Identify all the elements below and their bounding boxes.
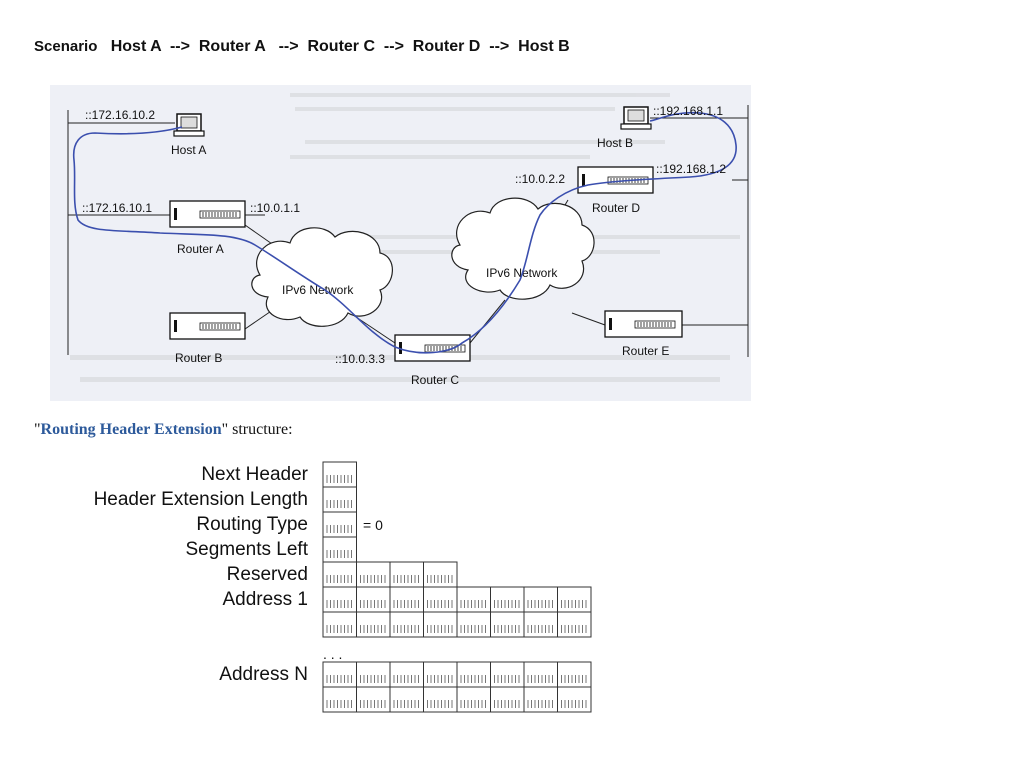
caption-highlight: Routing Header Extension [40,421,222,438]
address-host-b: ::192.168.1.1 [653,104,723,118]
ipv6-cloud-right [451,197,595,300]
byte-cell [490,611,525,638]
address-router-d-right: ::192.168.1.2 [656,162,726,176]
field-label-routing-type: Routing Type [196,514,308,535]
byte-cell [423,586,458,613]
byte-cell [456,661,491,688]
host-b-icon [620,106,652,130]
address-router-c: ::10.0.3.3 [335,352,385,366]
ipv6-cloud-left [251,227,393,327]
byte-cell [322,686,357,713]
byte-cell [557,661,592,688]
cloud-label-left: IPv6 Network [282,283,354,297]
byte-cell [356,661,391,688]
byte-cell [322,586,357,613]
caption-open: " [34,421,41,438]
router-d-label: Router D [592,201,640,215]
host-a-label: Host A [171,143,206,157]
byte-cell [423,561,458,588]
byte-cell [389,586,424,613]
byte-cell [490,661,525,688]
router-e-icon [604,310,683,338]
byte-cell [356,561,391,588]
byte-cell [356,586,391,613]
byte-cells: = 0 . . . [322,461,592,713]
router-c-label: Router C [411,373,459,387]
byte-cell [389,611,424,638]
router-b-icon [169,312,246,340]
byte-cell [356,611,391,638]
byte-cell [557,686,592,713]
address-ellipsis: . . . [323,646,342,662]
router-a-label: Router A [177,242,224,256]
byte-cell [389,561,424,588]
network-diagram: IPv6 Network IPv6 Network [50,85,751,401]
byte-cell [322,611,357,638]
router-c-icon [394,334,471,362]
routing-path [72,111,737,354]
router-e-label: Router E [622,344,669,358]
field-label-header-extension-length: Header Extension Length [93,489,308,510]
address-router-a-right: ::10.0.1.1 [250,201,300,215]
byte-cell [490,586,525,613]
byte-cell [322,461,357,488]
address-host-a: ::172.16.10.2 [85,108,155,122]
field-label-reserved: Reserved [226,564,308,585]
routing-header-structure: Next Header Header Extension Length Rout… [40,455,610,720]
byte-cell [423,661,458,688]
byte-cell [557,586,592,613]
byte-cell [356,686,391,713]
byte-cell [322,536,357,563]
scenario-heading: Scenario Host A --> Router A --> Router … [34,38,570,56]
byte-cell [523,661,558,688]
router-a-icon [169,200,246,228]
byte-cell [523,686,558,713]
address-router-d-left: ::10.0.2.2 [515,172,565,186]
routing-header-caption: "Routing Header Extension" structure: [34,421,293,439]
field-label-segments-left: Segments Left [185,539,308,560]
scenario-path: Host A --> Router A --> Router C --> Rou… [110,38,570,55]
byte-cell [557,611,592,638]
caption-close: " structure: [221,421,293,438]
byte-cell [523,586,558,613]
byte-cell [322,661,357,688]
router-b-label: Router B [175,351,222,365]
byte-cell [423,611,458,638]
byte-cell [389,686,424,713]
host-b-label: Host B [597,136,633,150]
byte-cell [456,611,491,638]
byte-cell [322,511,357,538]
byte-cell [523,611,558,638]
byte-cell [423,686,458,713]
byte-cell-group [322,461,592,713]
byte-cell [322,561,357,588]
byte-cell [389,661,424,688]
byte-cell [456,586,491,613]
host-a-icon [173,113,205,137]
network-diagram-svg: IPv6 Network IPv6 Network [67,93,749,387]
byte-cell [322,486,357,513]
byte-cell [490,686,525,713]
field-labels: Next Header Header Extension Length Rout… [40,455,308,720]
field-label-address-n: Address N [219,664,308,685]
field-label-next-header: Next Header [201,464,308,485]
byte-cell [456,686,491,713]
scenario-lead: Scenario [34,38,98,55]
address-router-a-left: ::172.16.10.1 [82,201,152,215]
field-label-address-1: Address 1 [222,589,308,610]
routing-type-value: = 0 [363,517,383,533]
